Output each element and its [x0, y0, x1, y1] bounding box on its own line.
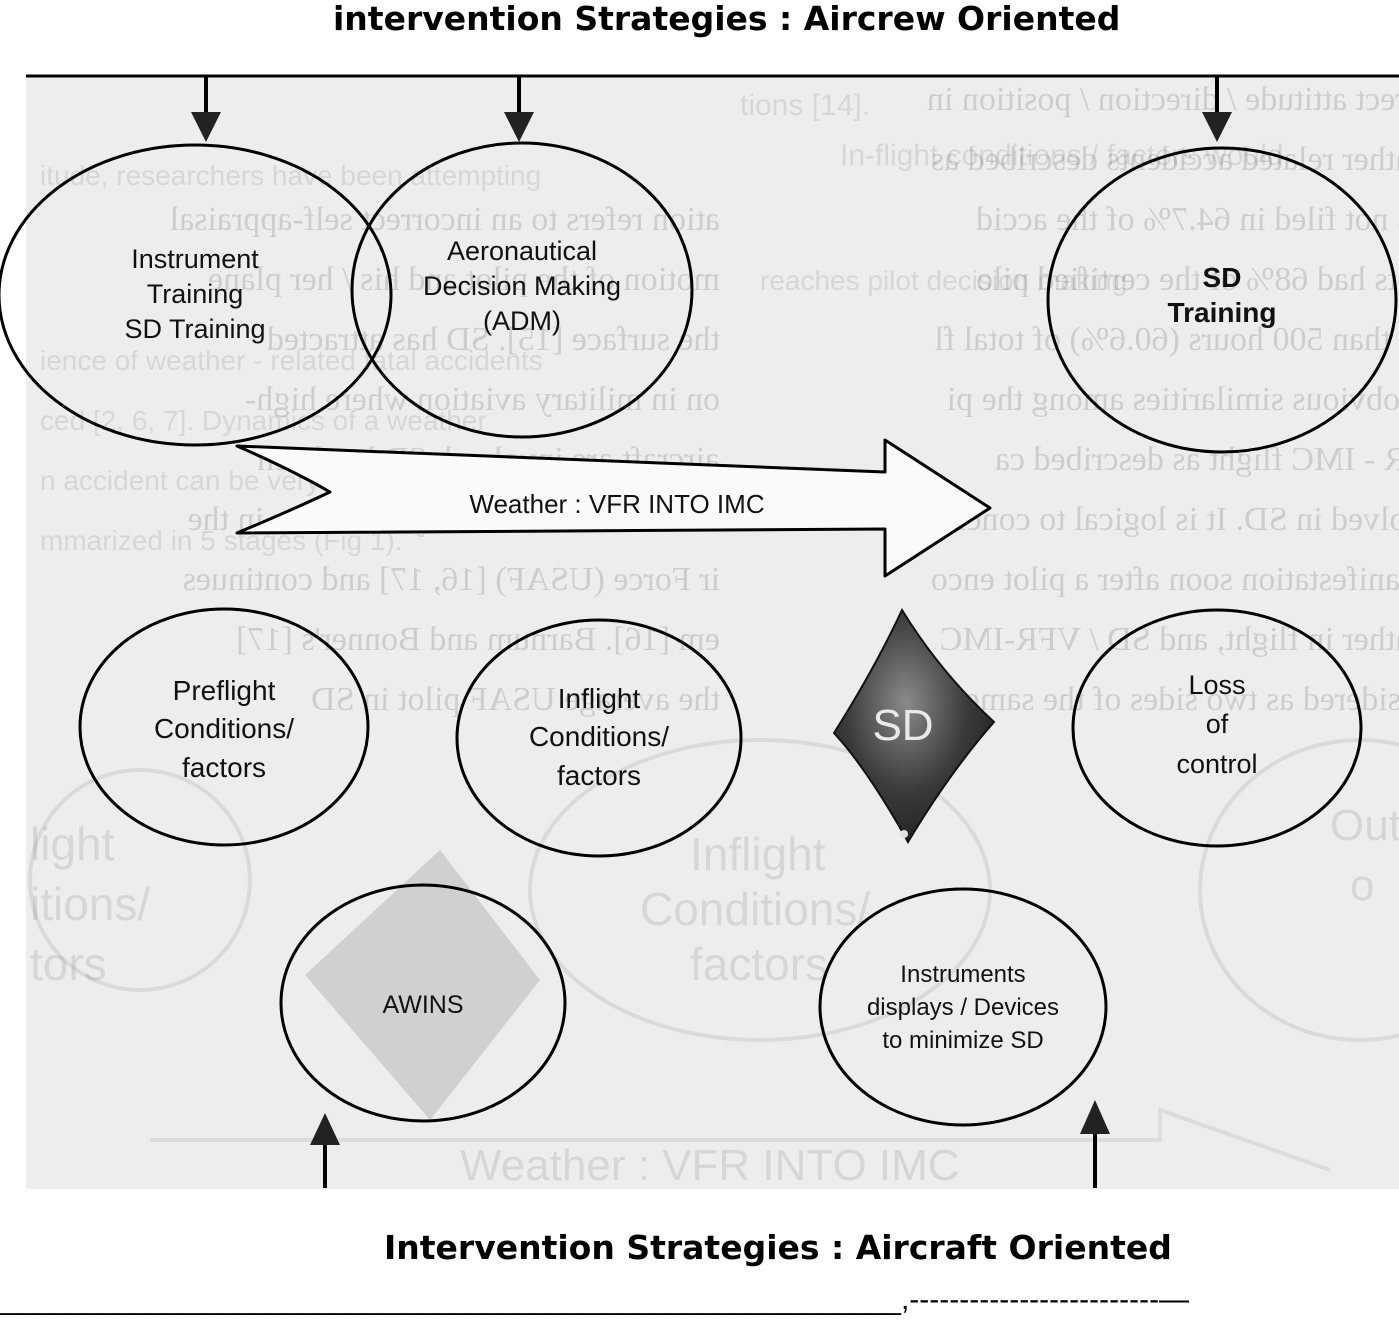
- svg-text:on in military aviation where: on in military aviation where high-: [245, 381, 720, 418]
- svg-text:correct attitude / direction /: correct attitude / direction / position …: [927, 81, 1399, 118]
- aircrew-strategies-title: intervention Strategies : Aircrew Orient…: [333, 0, 1121, 38]
- svg-text:the average USAF pilot in SD: the average USAF pilot in SD: [311, 681, 720, 718]
- svg-text:was not filed in 64.7% of the: was not filed in 64.7% of the accid: [976, 201, 1399, 238]
- instrument-training-line2: Training: [147, 279, 244, 309]
- loss-of-control-line1: Loss: [1188, 670, 1245, 700]
- svg-text:Out: Out: [1330, 801, 1399, 850]
- svg-text:involved in SD. It is logical: involved in SD. It is logical to concl: [957, 501, 1399, 538]
- svg-text:motion of the pilot and his /: motion of the pilot and his / her plane: [208, 261, 720, 298]
- instrument-training-line1: Instrument: [131, 244, 259, 274]
- inflight-line3: factors: [557, 760, 641, 791]
- footer-rule: ________________________________________…: [0, 1283, 1190, 1316]
- adm-line1: Aeronautical: [447, 236, 597, 266]
- svg-text:Inflight: Inflight: [690, 828, 826, 880]
- svg-text:tors: tors: [30, 938, 107, 990]
- svg-text:reaches pilot decision making: reaches pilot decision making: [760, 265, 1127, 296]
- aircraft-strategies-title: Intervention Strategies : Aircraft Orien…: [384, 1228, 1172, 1267]
- svg-text:o: o: [1350, 861, 1374, 910]
- sd-training-line2: Training: [1168, 297, 1277, 328]
- svg-text:In-flight conditions / factors: In-flight conditions / factors would: [840, 139, 1284, 172]
- svg-text:factors: factors: [690, 938, 828, 990]
- svg-text:are obvious similarities among: are obvious similarities among the pi: [947, 381, 1399, 418]
- figure-background: [26, 76, 1399, 1189]
- instruments-displays-node: Instruments displays / Devices to minimi…: [818, 887, 1108, 1127]
- down-arrow-2: [504, 76, 534, 142]
- svg-text:em [16]. Barnum and Bonner's [: em [16]. Barnum and Bonner's [17]: [236, 621, 720, 658]
- up-arrow-1: [310, 1113, 340, 1188]
- svg-text:weather in flight, and SD / VF: weather in flight, and SD / VFR-IMC: [940, 621, 1399, 658]
- loss-of-control-line2: of: [1206, 709, 1229, 739]
- svg-text:light: light: [30, 818, 115, 870]
- svg-text:Weather : VFR INTO IMC: Weather : VFR INTO IMC: [460, 1141, 960, 1190]
- awins-label: AWINS: [382, 991, 463, 1019]
- preflight-line1: Preflight: [173, 675, 276, 706]
- weather-arrow-label: Weather : VFR INTO IMC: [469, 489, 764, 519]
- inflight-line2: Conditions/: [529, 721, 669, 752]
- instruments-displays-line1: Instruments: [900, 961, 1025, 988]
- svg-text:itions/: itions/: [30, 878, 150, 930]
- bleed-through-texture: correct attitude / direction / position …: [28, 81, 1399, 1190]
- loss-of-control-line3: control: [1176, 749, 1257, 779]
- sd-training-node: SD Training: [1046, 146, 1398, 454]
- sd-diamond: SD: [832, 607, 996, 844]
- svg-text:ation refers to an incorrect s: ation refers to an incorrect self-apprai…: [170, 201, 720, 238]
- preflight-node: Preflight Conditions/ factors: [78, 607, 370, 847]
- svg-text:a manifestation soon after a p: a manifestation soon after a pilot enco: [931, 561, 1399, 598]
- instrument-training-line3: SD Training: [124, 314, 265, 344]
- adm-node: Aeronautical Decision Making (ADM): [350, 141, 694, 439]
- inflight-line1: Inflight: [558, 683, 641, 714]
- adm-line2: Decision Making: [423, 271, 621, 301]
- svg-text:the surface [15]. SD has attra: the surface [15]. SD has attracted: [267, 321, 720, 358]
- instruments-displays-line2: displays / Devices: [867, 994, 1059, 1021]
- inflight-node: Inflight Conditions/ factors: [455, 618, 743, 858]
- svg-text:pilots had 68% of the certifie: pilots had 68% of the certified pilo: [976, 261, 1399, 298]
- sd-diamond-label: SD: [872, 701, 933, 750]
- loss-of-control-node: Loss of control: [1071, 608, 1363, 848]
- sd-training-line1: SD: [1203, 262, 1242, 293]
- instrument-training-node: Instrument Training SD Training: [0, 143, 393, 447]
- down-arrow-1: [191, 76, 221, 142]
- svg-text:Conditions/: Conditions/: [640, 883, 870, 935]
- up-arrow-2: [1080, 1100, 1110, 1188]
- svg-text:VFR - IMC flight as described: VFR - IMC flight as described ca: [995, 441, 1399, 478]
- instruments-displays-line3: to minimize SD: [882, 1027, 1043, 1054]
- svg-text:tions [14].: tions [14].: [740, 89, 870, 122]
- svg-text:ience of weather - related fat: ience of weather - related fatal acciden…: [40, 345, 543, 376]
- awins-node: AWINS: [279, 883, 567, 1123]
- preflight-line2: Conditions/: [154, 713, 294, 744]
- awins-background-diamond: [305, 850, 540, 1120]
- svg-text:weather related accidents desc: weather related accidents described as: [931, 141, 1399, 178]
- svg-text:ced [2, 6, 7]. Dynamics of a w: ced [2, 6, 7]. Dynamics of a weather: [40, 405, 487, 436]
- svg-text:less than 500 hours (60.6%) of: less than 500 hours (60.6%) of total fl: [934, 321, 1399, 358]
- weather-arrow: Weather : VFR INTO IMC: [235, 438, 992, 578]
- down-arrow-3: [1202, 76, 1232, 142]
- preflight-line3: factors: [182, 752, 266, 783]
- svg-text:ir Force (USAF) [16, 17] and c: ir Force (USAF) [16, 17] and continues: [183, 561, 720, 598]
- adm-line3: (ADM): [483, 306, 561, 336]
- svg-text:considered as two sides of the: considered as two sides of the same: [965, 681, 1399, 718]
